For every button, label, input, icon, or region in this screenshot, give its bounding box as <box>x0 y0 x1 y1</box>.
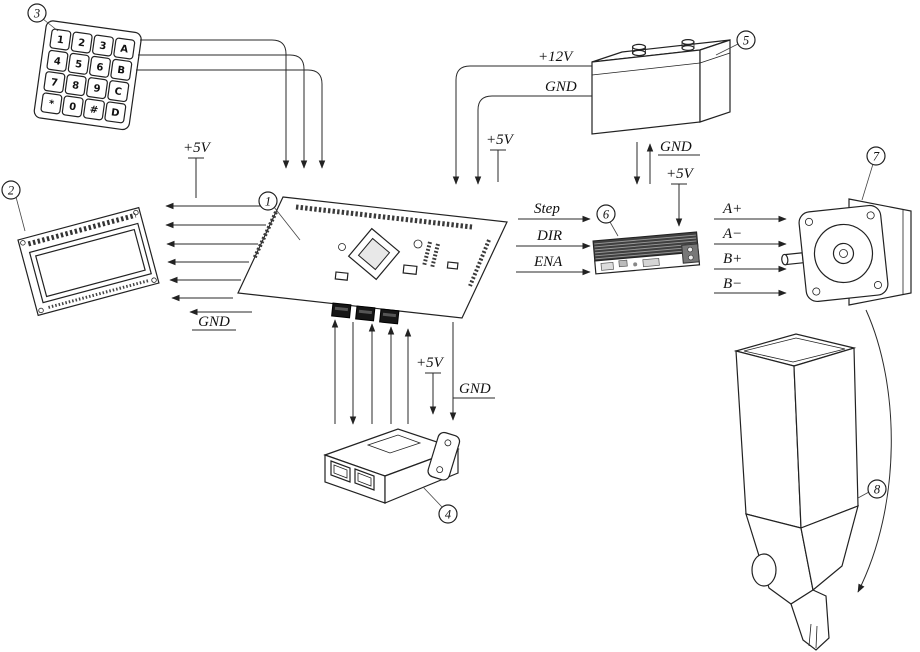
label-dir: DIR <box>536 228 562 244</box>
battery-terminal <box>681 38 695 51</box>
battery-terminal <box>631 43 647 57</box>
keypad-key <box>49 28 72 51</box>
label-5v-under-battery: +5V <box>666 166 695 182</box>
label-5v-top: +5V <box>486 132 515 148</box>
board-pin-header-right <box>468 239 491 287</box>
callout-dispenser-number: 8 <box>874 483 881 497</box>
keypad-key <box>104 101 127 124</box>
battery: 5 <box>591 30 756 135</box>
driver-terminal-block <box>681 243 700 264</box>
callout-keypad <box>27 3 47 23</box>
dispenser-mechanism: 8 <box>733 309 892 651</box>
label-ena: ENA <box>533 254 563 270</box>
label-gnd-battery-wire: GND <box>545 79 577 95</box>
keypad-key-label: 1 <box>56 35 64 47</box>
callout-motor <box>866 146 886 166</box>
keypad-to-board-wires <box>136 39 326 169</box>
keypad-key <box>46 49 69 72</box>
connector-socket <box>330 460 351 483</box>
keypad-key-label: 7 <box>50 77 58 89</box>
keypad-key <box>70 31 93 54</box>
keypad-key-label: 5 <box>74 59 82 71</box>
board-mcu-chip <box>347 227 401 281</box>
keypad-key-label: 6 <box>96 62 104 74</box>
label-gnd-under-battery: GND <box>660 139 692 155</box>
battery-to-board-wires: +12V GND +5V <box>452 49 592 185</box>
stepper-motor: 7 <box>781 146 912 306</box>
keypad-key <box>61 95 84 118</box>
keypad-key <box>64 74 87 97</box>
keypad-key <box>113 37 136 60</box>
board-pin-header-left <box>252 211 278 260</box>
callout-driver-number: 6 <box>603 208 610 222</box>
driver-to-motor-wires: A+ A− B+ B− <box>714 201 787 297</box>
callout-lcd-number: 2 <box>8 184 14 198</box>
lcd-display: 2 <box>1 180 160 317</box>
keypad-key-label: B <box>117 65 126 77</box>
callout-driver <box>596 204 616 224</box>
callout-board <box>258 191 278 211</box>
lcd-screen <box>34 228 146 298</box>
board-connector-socket <box>379 308 400 325</box>
stepper-driver: 6 <box>592 204 701 275</box>
label-5v-connector: +5V <box>416 355 445 371</box>
board-connector-socket <box>355 305 376 322</box>
matrix-keypad: 1 2 3 A 4 5 6 B 7 8 9 C * 0 # D 3 <box>27 3 142 131</box>
callout-lcd <box>1 180 21 200</box>
label-step: Step <box>534 201 560 217</box>
keypad-key <box>86 77 108 100</box>
keypad-key-label: * <box>48 99 55 111</box>
battery-to-driver-wires: GND +5V <box>633 139 700 227</box>
dispenser-knob <box>751 553 777 587</box>
board-pin-header-top <box>295 204 473 230</box>
keypad-key <box>83 98 105 121</box>
keypad-key-label: 4 <box>53 56 61 68</box>
keypad-key-label: # <box>89 104 99 116</box>
keypad-key <box>43 71 66 94</box>
callout-keypad-number: 3 <box>33 7 40 21</box>
keypad-key-label: 9 <box>93 83 101 95</box>
board-to-connector-wires: +5V GND <box>331 319 495 425</box>
controller-board: 1 <box>237 191 508 325</box>
label-5v-lcd: +5V <box>183 140 212 156</box>
keypad-key-label: A <box>120 44 129 56</box>
board-to-driver-wires: Step DIR ENA <box>516 201 591 276</box>
callout-dispenser <box>867 479 887 499</box>
power-tap-5v-lcd: +5V <box>183 140 212 198</box>
keypad-key <box>110 58 133 81</box>
lcd-pin-header <box>27 212 137 247</box>
callout-connector <box>438 504 458 524</box>
keypad-key-label: C <box>114 86 123 98</box>
keypad-key-label: D <box>110 107 120 119</box>
label-a-plus: A+ <box>722 201 742 217</box>
board-connector-socket <box>331 302 352 319</box>
dispenser-nozzle <box>790 589 830 651</box>
keypad-key-label: 8 <box>71 80 79 92</box>
callout-battery-number: 5 <box>743 34 749 48</box>
keypad-key <box>67 52 90 75</box>
callout-connector-number: 4 <box>445 508 451 522</box>
callout-board-number: 1 <box>265 195 271 209</box>
label-b-plus: B+ <box>723 251 742 267</box>
motor-to-dispenser-arrow <box>857 309 892 593</box>
keypad-key <box>107 80 130 103</box>
board-to-lcd-wires: GND <box>165 202 274 331</box>
adapter-connector: 4 <box>323 428 461 524</box>
keypad-key-label: 3 <box>99 41 107 53</box>
label-12v: +12V <box>538 49 574 65</box>
connector-socket <box>354 468 375 491</box>
label-gnd-connector: GND <box>459 381 491 397</box>
keypad-key <box>40 92 63 115</box>
connector-flange <box>427 431 461 481</box>
label-b-minus: B− <box>723 276 742 292</box>
keypad-key <box>89 55 111 78</box>
callout-motor-number: 7 <box>873 150 880 164</box>
keypad-key-label: 0 <box>68 101 76 113</box>
label-a-minus: A− <box>722 226 742 242</box>
callout-battery <box>736 30 756 50</box>
label-gnd-lcd: GND <box>198 314 230 330</box>
keypad-key <box>92 34 114 57</box>
keypad-key-label: 2 <box>77 38 85 50</box>
